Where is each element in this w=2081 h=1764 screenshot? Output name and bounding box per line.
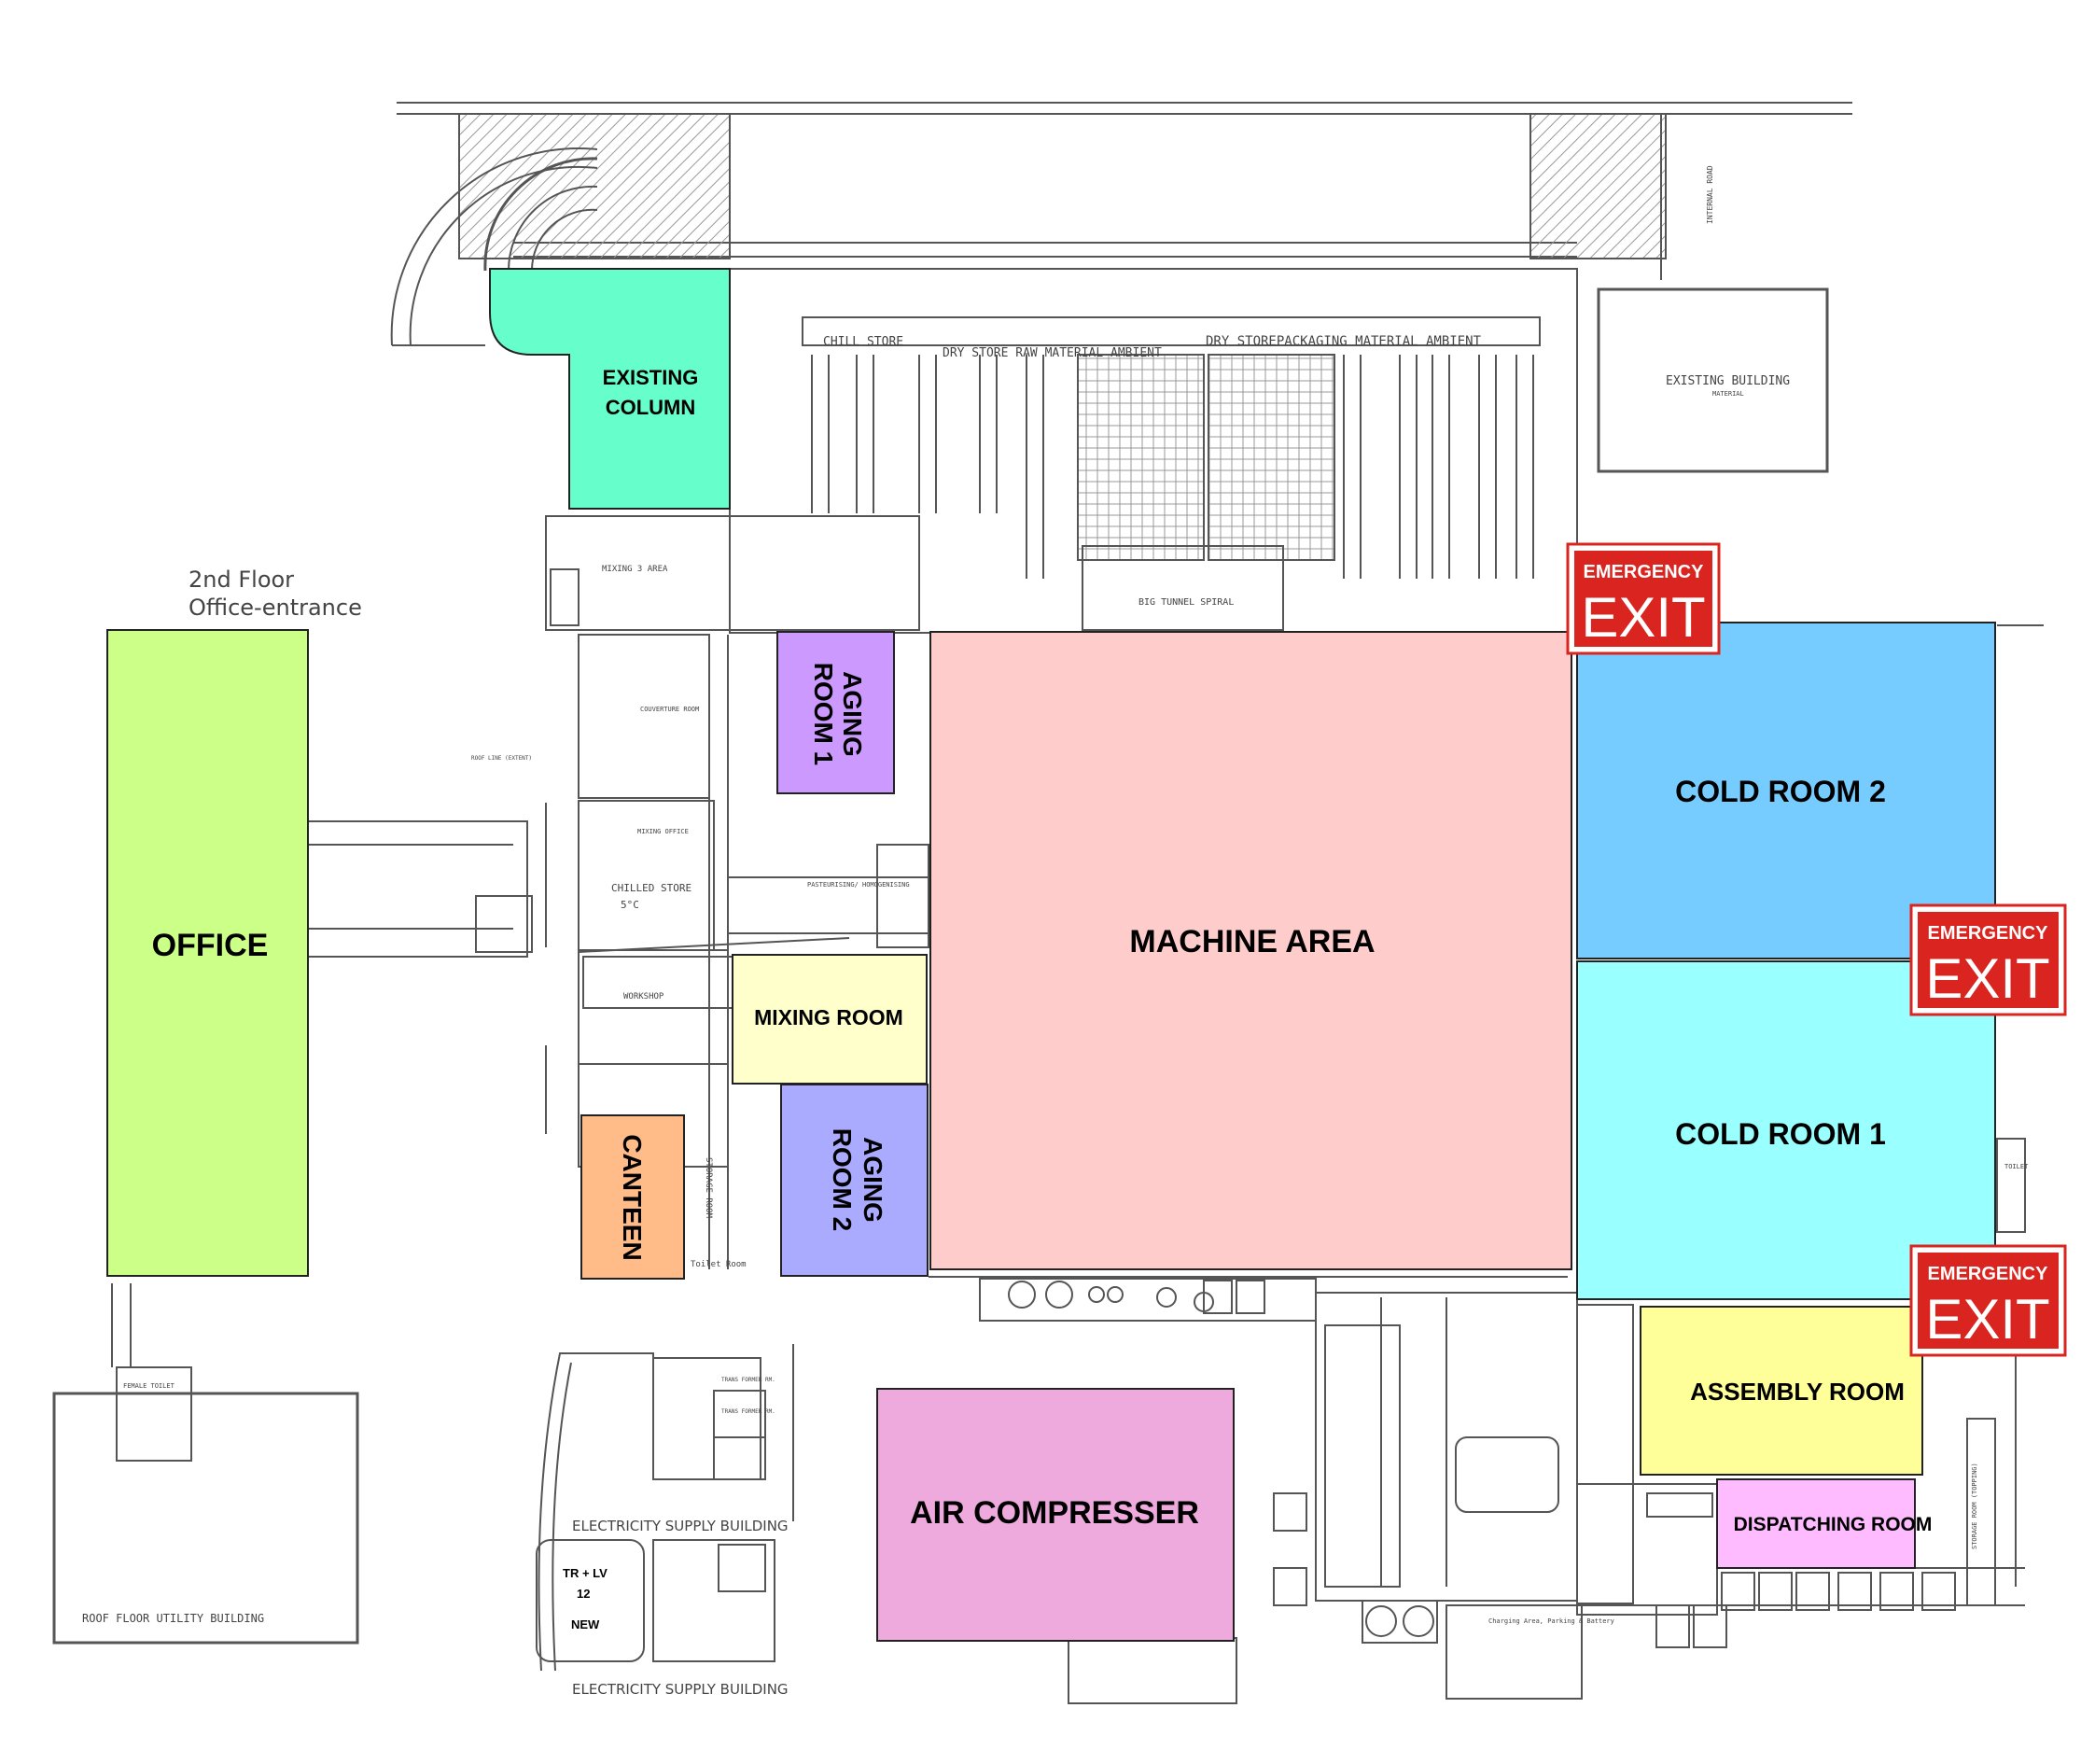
pasteurising-text: PASTEURISING/ HOMOGENISING bbox=[807, 881, 910, 889]
mixing-3-text: MIXING 3 AREA bbox=[602, 565, 668, 574]
roof-utility-text: ROOF FLOOR UTILITY BUILDING bbox=[82, 1612, 264, 1625]
zone-aging-room-1: AGING ROOM 1 bbox=[776, 631, 895, 794]
transformer-2-text: TRANS FORMER RM. bbox=[721, 1408, 775, 1415]
zone-cold-room-1: COLD ROOM 1 bbox=[1576, 960, 1996, 1300]
female-toilet-text: FEMALE TOILET bbox=[123, 1382, 175, 1390]
zone-existing-column: EXISTING COLUMN bbox=[489, 268, 731, 510]
chill-store-text: CHILL STORE bbox=[823, 335, 903, 349]
emergency-exit-bottom-text: EMERGENCY bbox=[1928, 1264, 2049, 1284]
canteen-label: CANTEEN bbox=[618, 1134, 647, 1260]
toilet-room-text: Toilet Room bbox=[691, 1260, 747, 1269]
storage-room-text: STORAGE ROOM bbox=[704, 1157, 713, 1219]
chilled-temp-text: 5°C bbox=[621, 899, 639, 911]
emergency-exit-top-exit: EXIT bbox=[1581, 586, 1705, 649]
existing-building-text: EXISTING BUILDING bbox=[1666, 374, 1790, 388]
zone-dispatching-room: DISPATCHING ROOM bbox=[1716, 1478, 1933, 1569]
workshop-text: WORKSHOP bbox=[623, 992, 664, 1001]
dry-store-raw-text: DRY STORE RAW MATERIAL AMBIENT bbox=[943, 346, 1162, 360]
big-tunnel-text: BIG TUNNEL SPIRAL bbox=[1138, 597, 1234, 608]
transformer-1-text: TRANS FORMER RM. bbox=[721, 1377, 775, 1383]
zone-canteen: CANTEEN bbox=[580, 1114, 685, 1280]
aging-room-2-label-1: AGING bbox=[859, 1137, 887, 1223]
mixing-office-text: MIXING OFFICE bbox=[637, 828, 689, 835]
zone-aging-room-2: AGING ROOM 2 bbox=[780, 1084, 929, 1277]
existing-column-label-1: EXISTING bbox=[603, 366, 699, 389]
electricity-building-1-text: ELECTRICITY SUPPLY BUILDING bbox=[572, 1518, 789, 1534]
second-floor-text: 2nd Floor bbox=[189, 567, 294, 593]
cold-room-2-label: COLD ROOM 2 bbox=[1675, 775, 1886, 808]
toilet-text: TOILET bbox=[2004, 1163, 2029, 1170]
aging-room-1-label-1: AGING bbox=[838, 671, 867, 757]
emergency-exit-top-text: EMERGENCY bbox=[1584, 562, 1705, 582]
charging-area-text: Charging Area, Parking & Battery bbox=[1488, 1617, 1614, 1625]
zone-cold-room-2: COLD ROOM 2 bbox=[1576, 622, 1996, 959]
tr-lv-text-1: TR + LV bbox=[563, 1566, 608, 1580]
internal-road-text: INTERNAL ROAD bbox=[1706, 165, 1714, 224]
emergency-exit-sign-middle: EMERGENCY EXIT bbox=[1909, 903, 2067, 1016]
existing-column-label-2: COLUMN bbox=[606, 396, 696, 419]
zone-air-compresser: AIR COMPRESSER bbox=[876, 1388, 1235, 1642]
tr-lv-text-2: 12 bbox=[577, 1587, 590, 1601]
emergency-exit-middle-text: EMERGENCY bbox=[1928, 923, 2049, 944]
emergency-exit-middle-exit: EXIT bbox=[1925, 947, 2049, 1010]
chilled-store-text: CHILLED STORE bbox=[611, 882, 691, 894]
aging-room-2-label-2: ROOM 2 bbox=[828, 1128, 857, 1231]
zone-mixing-room: MIXING ROOM bbox=[732, 954, 928, 1085]
drawing-annotations: 2nd Floor Office-entrance CHILL STORE DR… bbox=[82, 165, 2029, 1698]
zone-assembly-room: ASSEMBLY ROOM bbox=[1640, 1306, 1923, 1476]
tr-lv-text-3: NEW bbox=[571, 1617, 600, 1631]
emergency-exit-sign-top: EMERGENCY EXIT bbox=[1566, 542, 1721, 655]
aging-room-1-label-2: ROOM 1 bbox=[809, 663, 838, 765]
machine-area-label: MACHINE AREA bbox=[1129, 924, 1375, 959]
roof-line-text: ROOF LINE (EXTENT) bbox=[471, 755, 532, 762]
drawing-linework bbox=[52, 102, 2044, 1704]
zone-office: OFFICE bbox=[106, 629, 309, 1277]
emergency-exit-bottom-exit: EXIT bbox=[1925, 1288, 2049, 1351]
office-entrance-text: Office-entrance bbox=[189, 595, 362, 621]
assembly-room-label: ASSEMBLY ROOM bbox=[1690, 1378, 1905, 1406]
dispatching-room-label: DISPATCHING ROOM bbox=[1734, 1514, 1933, 1535]
existing-building-sub-text: MATERIAL bbox=[1712, 390, 1744, 398]
cold-room-1-label: COLD ROOM 1 bbox=[1675, 1117, 1886, 1151]
office-label: OFFICE bbox=[152, 928, 269, 963]
electricity-building-2-text: ELECTRICITY SUPPLY BUILDING bbox=[572, 1681, 789, 1698]
zone-machine-area: MACHINE AREA bbox=[929, 631, 1572, 1270]
couverture-text: COUVERTURE ROOM bbox=[640, 706, 699, 713]
mixing-room-label: MIXING ROOM bbox=[754, 1005, 903, 1029]
storage-room-topping-text: STORAGE ROOM (TOPPING) bbox=[1971, 1463, 1978, 1549]
air-compresser-label: AIR COMPRESSER bbox=[910, 1495, 1199, 1531]
emergency-exit-sign-bottom: EMERGENCY EXIT bbox=[1909, 1244, 2067, 1357]
dry-store-pack-text: DRY STOREPACKAGING MATERIAL AMBIENT bbox=[1206, 334, 1482, 349]
